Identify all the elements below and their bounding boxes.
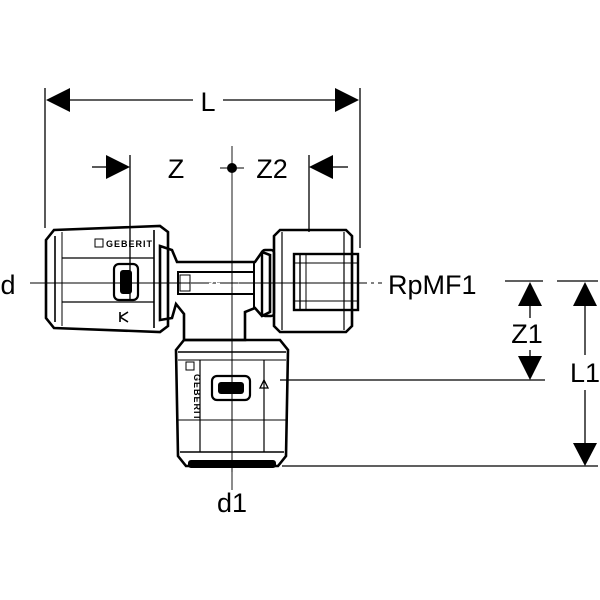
right-threaded-connector: [260, 228, 360, 334]
label-L1: L1: [570, 358, 600, 388]
bottom-pushfit-sleeve: GEBERIT: [174, 338, 290, 468]
brand-center: GEBERIT: [190, 279, 241, 290]
dimension-Z1: Z1: [280, 280, 545, 381]
dimension-L: L: [44, 86, 361, 248]
dimension-Z2: Z2: [256, 154, 348, 232]
label-d1: d1: [217, 488, 247, 518]
brand-bottom: GEBERIT: [192, 374, 202, 421]
tee-body: GEBERIT: [158, 244, 272, 342]
brand-left: GEBERIT: [106, 239, 153, 249]
dimension-L1: L1: [282, 280, 600, 467]
label-Z2: Z2: [256, 154, 288, 184]
label-Z: Z: [168, 154, 185, 184]
label-RpMF1: RpMF1: [388, 270, 477, 300]
label-Z1: Z1: [511, 319, 543, 349]
label-d: d: [0, 270, 15, 300]
left-pushfit-sleeve: GEBERIT: [44, 224, 170, 334]
label-L: L: [200, 87, 215, 117]
